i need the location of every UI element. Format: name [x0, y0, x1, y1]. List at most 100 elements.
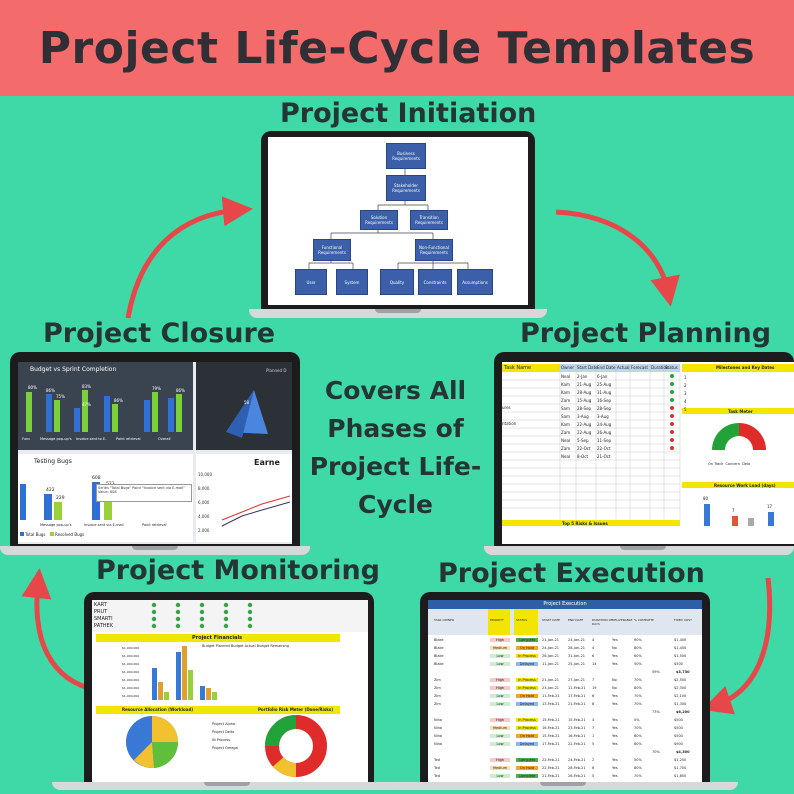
- execution-cell: Complete: [516, 774, 538, 778]
- execution-cell: $1,400: [674, 638, 687, 642]
- execution-cell: In Process: [516, 654, 538, 658]
- planning-cell: 21-Oct: [597, 454, 611, 459]
- execution-cell: 26-Jan-21: [542, 654, 560, 658]
- execution-cell: 24-Jan-21: [542, 646, 560, 650]
- execution-cell: 6: [592, 654, 595, 658]
- col-duration: Duration: [651, 365, 669, 370]
- node-transition-requirements: Transition Requirements: [410, 210, 448, 230]
- planning-cell: 28-Aug: [577, 390, 592, 395]
- execution-cell: High: [490, 758, 510, 762]
- execution-cell: Yes: [612, 758, 618, 762]
- execution-cell: $1,250: [674, 758, 687, 762]
- node-assumptions: Assumptions: [457, 269, 493, 295]
- execution-cell: Low: [490, 694, 510, 698]
- subtotal-cell: $6,200: [676, 710, 690, 714]
- execution-cell: Yes: [612, 726, 618, 730]
- execution-cell: 14: [592, 662, 597, 666]
- planning-cell: Neal: [561, 438, 571, 443]
- pyramid-chart: 58 Planned D: [196, 362, 292, 450]
- execution-cell: 17-Feb-21: [542, 742, 560, 746]
- node-solution-requirements: Solution Requirements: [360, 210, 398, 230]
- earned-chart: Earne 10,000 8,000 6,000 4,000 2,000: [196, 454, 292, 542]
- execution-cell: Medium: [490, 766, 510, 770]
- planning-cell: 2-Jan: [577, 374, 588, 379]
- svg-text:422: 422: [46, 487, 55, 493]
- bar-label: 86%: [46, 388, 55, 393]
- execution-cell: 16-Feb-21: [568, 734, 586, 738]
- execution-cell: 80%: [634, 766, 642, 770]
- bar-label: 83%: [82, 384, 91, 389]
- execution-cell: In Process: [516, 678, 538, 682]
- execution-cell: Nina: [434, 742, 442, 746]
- execution-cell: 28-Jan-21: [568, 646, 586, 650]
- budget-chart-title: Budget vs Sprint Completion: [30, 366, 117, 373]
- execution-cell: Nina: [434, 718, 442, 722]
- category-label: Func: [22, 437, 30, 441]
- execution-cell: 2: [592, 758, 595, 762]
- execution-cell: Low: [490, 654, 510, 658]
- execution-cell: Low: [490, 742, 510, 746]
- bar-label: 86%: [176, 388, 185, 393]
- execution-cell: 28-Feb-21: [568, 766, 586, 770]
- execution-header-cell: END DATE: [568, 618, 584, 622]
- execution-cell: 6: [592, 766, 595, 770]
- arrow-closure-to-initiation: [125, 196, 253, 319]
- col-end: End Date: [597, 365, 616, 370]
- subtotal-cell: 73%: [652, 710, 660, 714]
- planning-cell: 24-Aug: [597, 422, 612, 427]
- node-quality: Quality: [380, 269, 414, 295]
- svg-text:8,000: 8,000: [198, 486, 210, 491]
- execution-cell: $2,300: [674, 686, 687, 690]
- execution-cell: 1: [592, 734, 595, 738]
- initiation-screen: Business Requirements Stakeholder Requir…: [268, 137, 528, 305]
- execution-cell: $500: [674, 718, 683, 722]
- execution-cell: 11-Feb-21: [542, 694, 560, 698]
- execution-cell: $500: [674, 726, 683, 730]
- execution-cell: 8: [592, 702, 595, 706]
- center-line: Cycle: [358, 490, 433, 519]
- planning-cell: Kam: [561, 382, 570, 387]
- execution-header-row: [428, 609, 702, 635]
- workload-value: 80: [703, 496, 709, 501]
- execution-cell: Yes: [612, 734, 618, 738]
- execution-cell: Ted: [434, 774, 440, 778]
- planning-cell: 16-Sep: [597, 398, 612, 403]
- execution-cell: 60%: [634, 742, 642, 746]
- execution-cell: On Hold: [516, 694, 538, 698]
- workload-title: Resource Work Load (days): [714, 483, 776, 488]
- execution-header-cell: TASK OWNER: [434, 618, 455, 622]
- execution-cell: 21-Feb-21: [542, 774, 560, 778]
- svg-text:Point retrieval: Point retrieval: [142, 523, 166, 527]
- execution-cell: 4: [592, 718, 595, 722]
- execution-cell: 4: [592, 638, 595, 642]
- execution-cell: 25-Jan-21: [568, 662, 586, 666]
- subtotal-cell: 59%: [652, 670, 660, 674]
- execution-header-cell: START DATE: [542, 618, 561, 622]
- node-non-functional-requirements: Non-Functional Requirements: [415, 239, 453, 261]
- execution-cell: 80%: [634, 646, 642, 650]
- execution-cell: 15-Feb-21: [568, 718, 586, 722]
- planning-cell: 22-Oct: [597, 446, 611, 451]
- planning-screen: Task Name Owner Start Date End Date Actu…: [502, 362, 794, 544]
- svg-text:10,000: 10,000: [198, 472, 212, 477]
- svg-text:Total Bugs: Total Bugs: [24, 532, 46, 537]
- execution-cell: High: [490, 678, 510, 682]
- execution-cell: Low: [490, 734, 510, 738]
- center-caption: Covers All Phases of Project Life- Cycle: [308, 372, 483, 524]
- node-business-requirements: Business Requirements: [386, 143, 426, 169]
- execution-cell: $500: [674, 734, 683, 738]
- execution-cell: 60%: [634, 734, 642, 738]
- planning-cell: 25-Aug: [597, 382, 612, 387]
- execution-cell: 16-Feb-21: [542, 726, 560, 730]
- execution-cell: $1,300: [674, 702, 687, 706]
- gauge-legend: On Track Concern Dela: [708, 462, 751, 466]
- execution-cell: 11-Jan-21: [542, 662, 560, 666]
- execution-cell: $900: [674, 742, 683, 746]
- chart-tooltip: Series "Total Bugs" Point "Invoice sent …: [96, 484, 192, 502]
- execution-cell: Delayed: [516, 662, 538, 666]
- execution-cell: Blake: [434, 662, 444, 666]
- execution-cell: 22-Feb-21: [542, 758, 560, 762]
